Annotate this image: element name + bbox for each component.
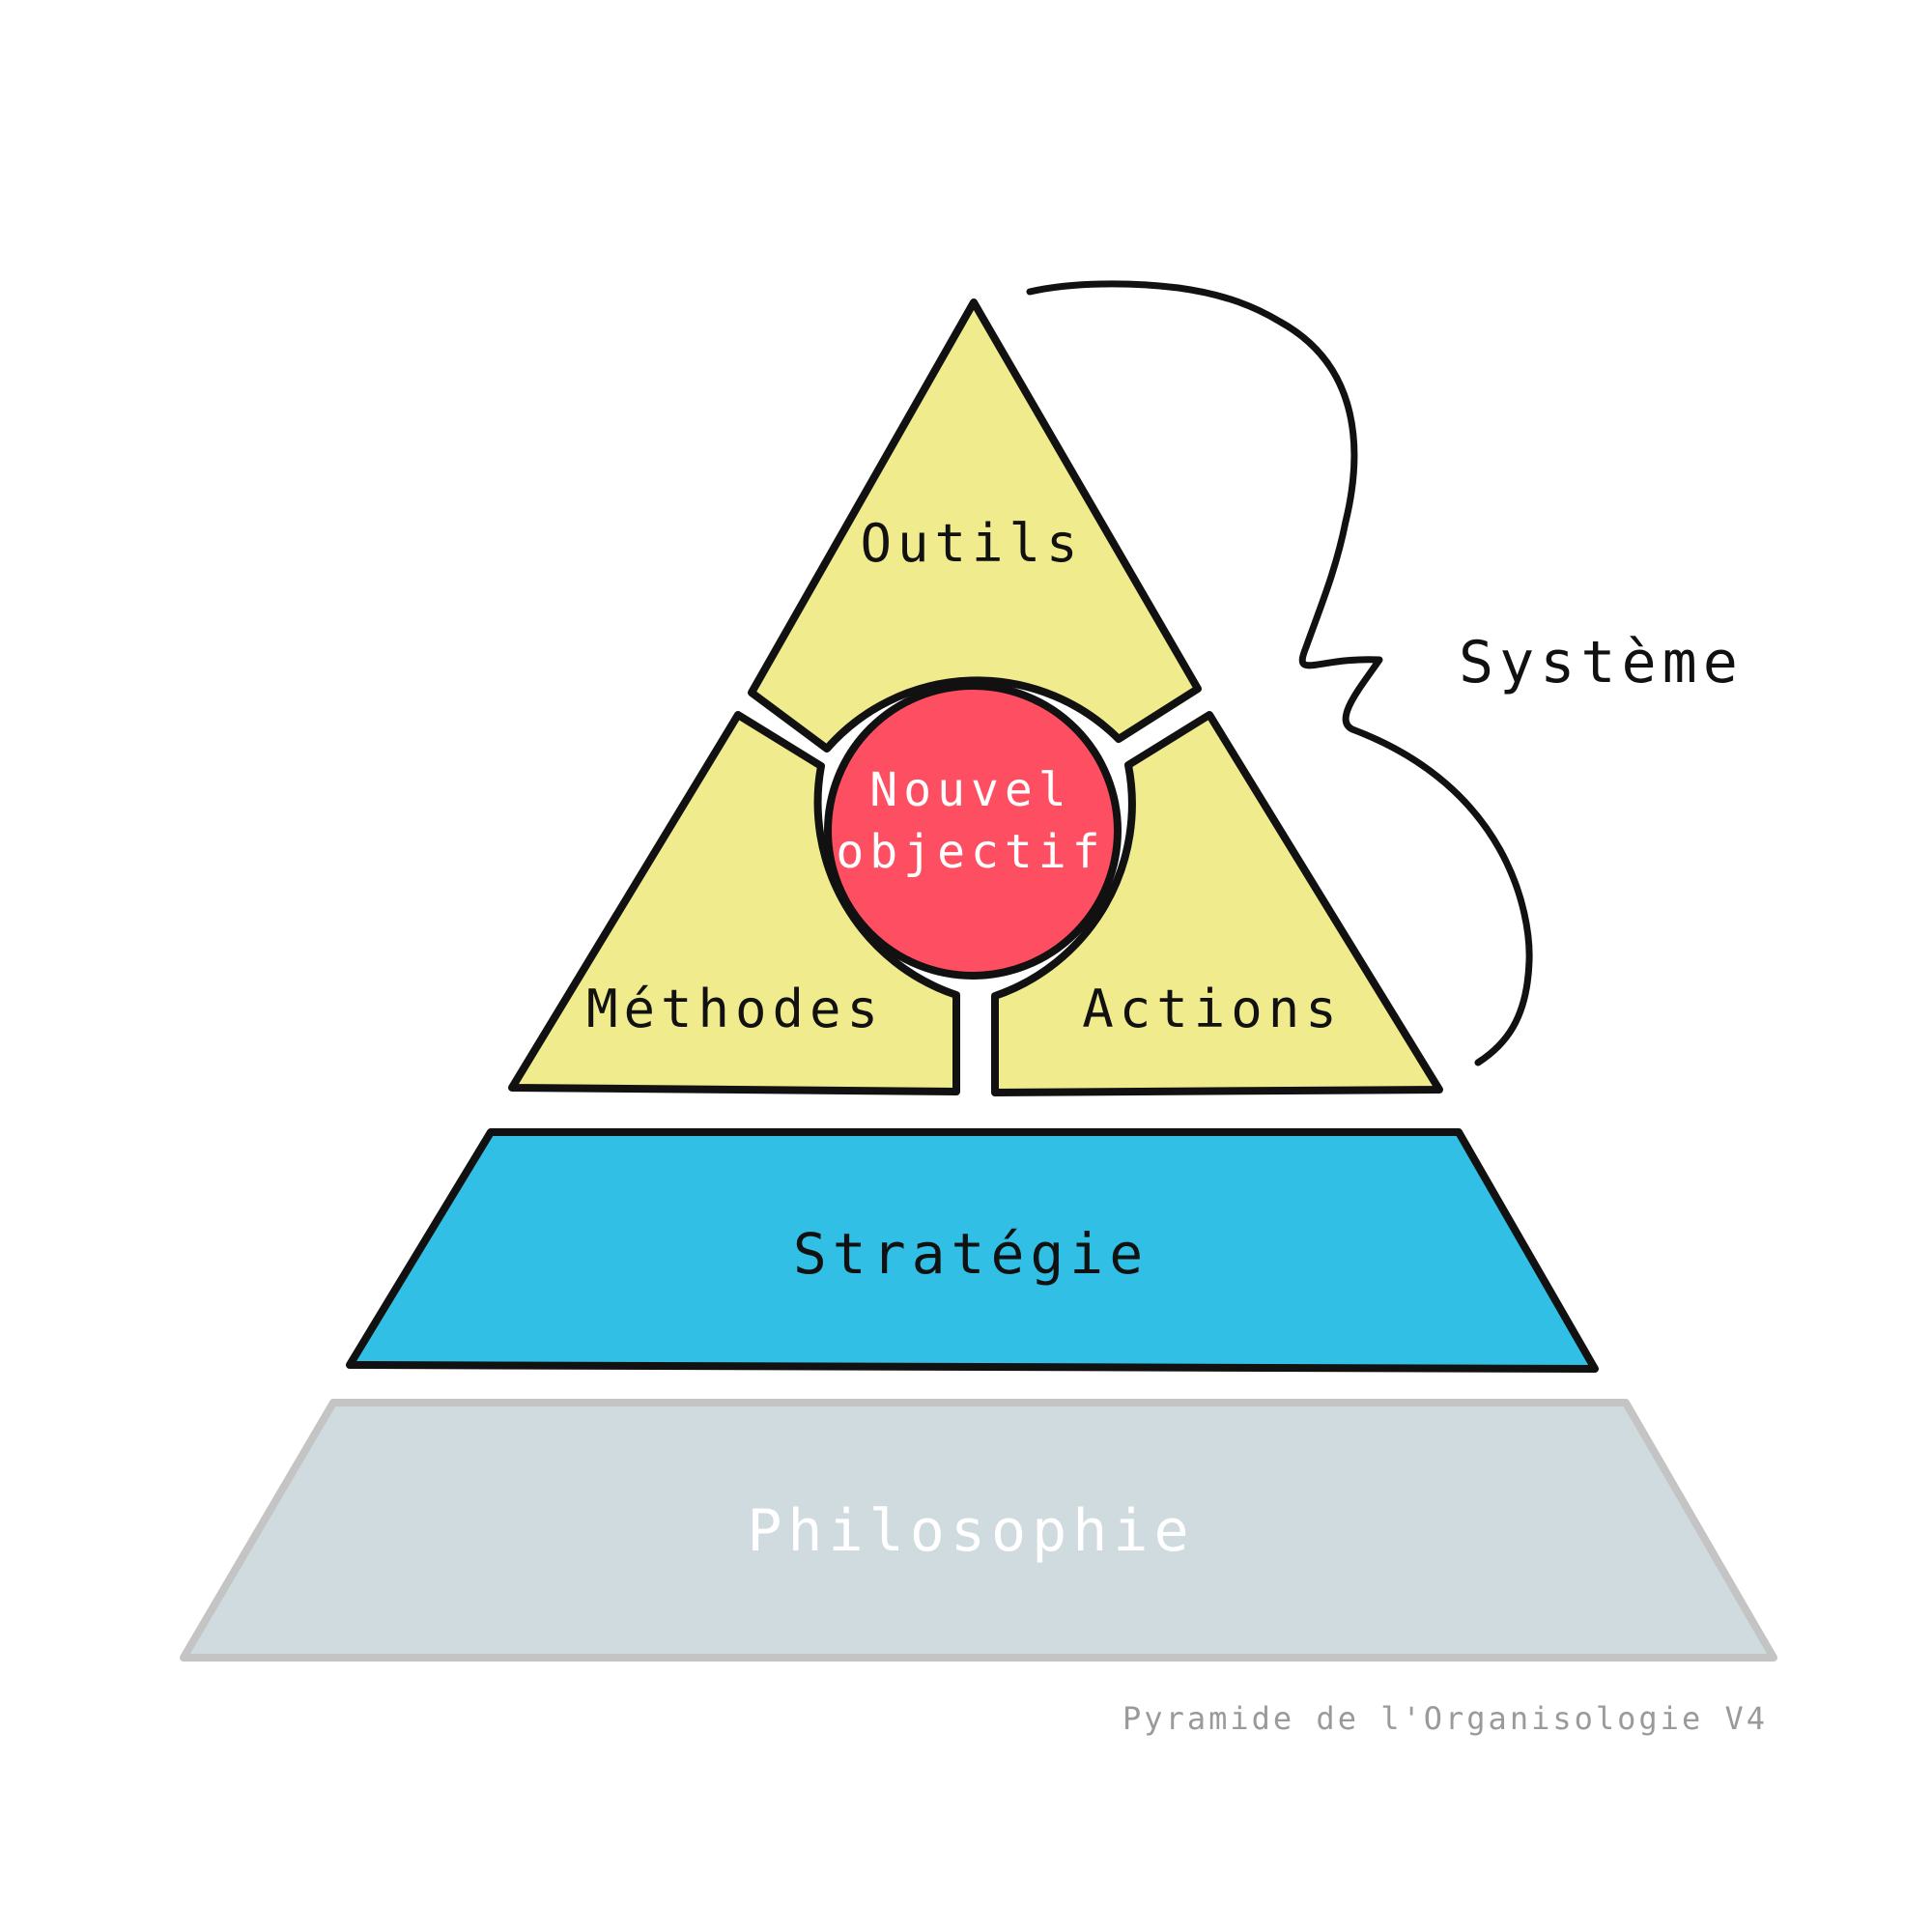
strategie-label: Stratégie	[793, 1221, 1149, 1287]
methodes-label: Méthodes	[586, 979, 884, 1039]
philosophie-label: Philosophie	[747, 1497, 1194, 1565]
systeme-brace	[1026, 280, 1533, 1066]
nouvel-objectif-line2: objectif	[836, 825, 1105, 879]
outils-label: Outils	[860, 513, 1083, 574]
nouvel-objectif-line1: Nouvel	[869, 763, 1071, 817]
diagram-caption: Pyramide de l'Organisologie V4	[1122, 1700, 1768, 1737]
outils-segment	[748, 298, 1202, 753]
actions-segment	[991, 711, 1443, 1096]
nouvel-objectif-circle	[824, 682, 1122, 980]
actions-label: Actions	[1082, 979, 1343, 1039]
strategie-layer	[346, 1128, 1599, 1373]
systeme-label: Système	[1459, 629, 1744, 696]
philosophie-layer	[180, 1399, 1777, 1662]
